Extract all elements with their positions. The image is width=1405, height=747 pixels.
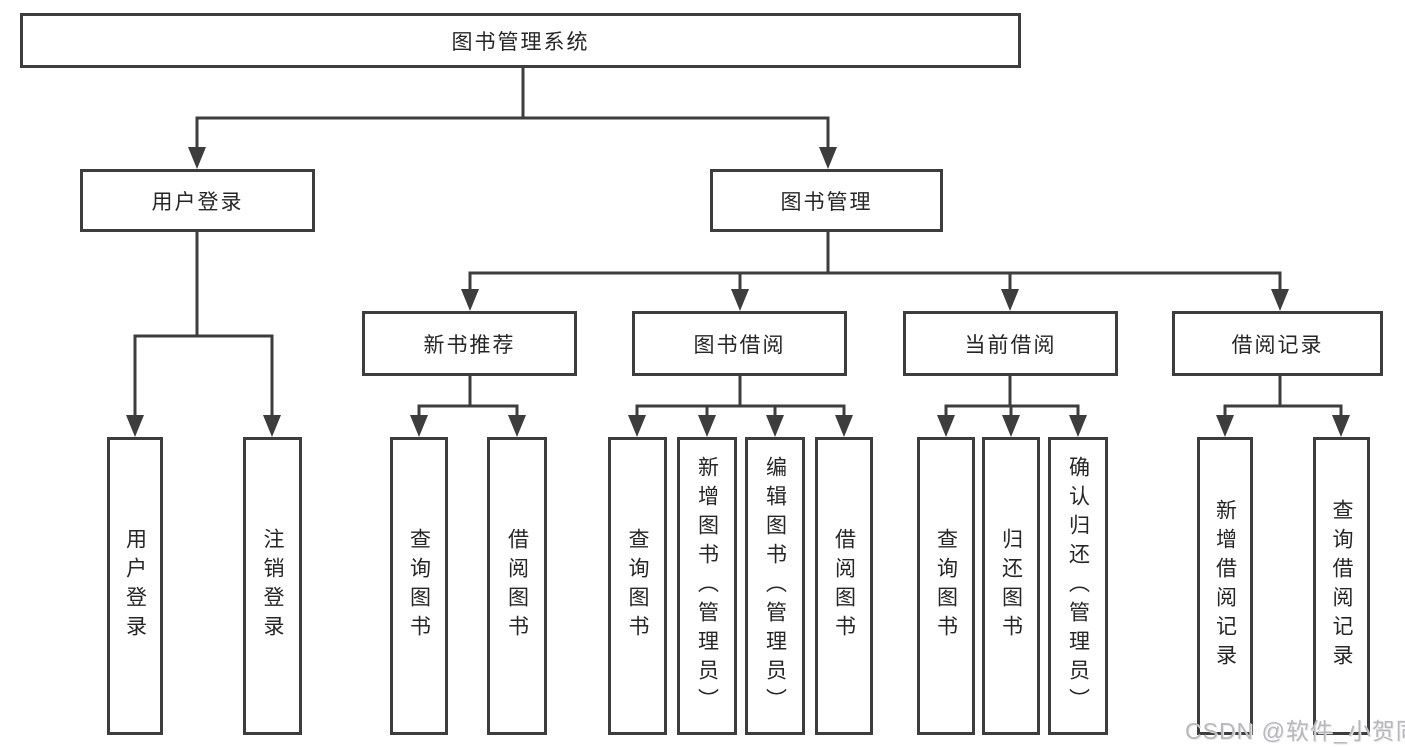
node-label: 图书借阅 [693,333,786,357]
node-book-mgmt: 图书管理 [710,169,943,232]
node-bb-edit-book: 编辑图书（管理员） [745,437,805,735]
node-nbr-query-book: 查询图书 [390,437,448,735]
node-label: 查询借阅记录 [1330,499,1353,673]
node-label: 编辑图书（管理员） [763,455,787,717]
node-label: 归还图书 [999,528,1023,644]
node-root: 图书管理系统 [20,13,1021,68]
node-cb-query-book: 查询图书 [917,437,975,735]
node-bb-query-book: 查询图书 [608,437,667,735]
node-label: 当前借阅 [964,333,1057,357]
arrowhead-down-icon [835,415,853,437]
node-label: 图书管理系统 [451,30,590,54]
arrowhead-down-icon [1001,289,1019,311]
node-current-borrow: 当前借阅 [903,311,1118,376]
arrowhead-down-icon [508,415,526,437]
node-new-book-rec: 新书推荐 [362,311,577,376]
arrowhead-down-icon [126,415,144,437]
node-br-add-record: 新增借阅记录 [1197,437,1253,735]
node-label: 新增图书（管理员） [695,455,719,717]
node-label: 借阅记录 [1231,333,1324,357]
node-bb-borrow-book: 借阅图书 [815,437,873,735]
arrowhead-down-icon [731,289,749,311]
node-label: 新书推荐 [423,333,516,357]
node-book-borrow: 图书借阅 [632,311,847,376]
arrowhead-down-icon [819,147,837,169]
arrowhead-down-icon [410,415,428,437]
arrowhead-down-icon [937,415,955,437]
node-user-login: 用户登录 [80,169,315,232]
node-label: 用户登录 [151,190,244,214]
node-ul-logout: 注销登录 [243,437,302,735]
arrowhead-down-icon [1332,415,1350,437]
arrowhead-down-icon [1002,415,1020,437]
node-cb-return-book: 归还图书 [982,437,1040,735]
arrowhead-down-icon [1216,415,1234,437]
arrowhead-down-icon [263,415,281,437]
arrowhead-down-icon [188,147,206,169]
node-bb-add-book: 新增图书（管理员） [677,437,737,735]
arrowhead-down-icon [461,289,479,311]
arrowhead-down-icon [698,415,716,437]
arrowhead-down-icon [1271,289,1289,311]
arrowhead-down-icon [1069,415,1087,437]
node-br-query-record: 查询借阅记录 [1313,437,1370,735]
watermark: CSDN @软件_小贺同学 [1185,718,1405,744]
node-label: 查询图书 [407,528,431,644]
node-label: 查询图书 [626,528,649,644]
arrowhead-down-icon [628,415,646,437]
node-label: 借阅图书 [505,528,529,644]
node-label: 图书管理 [780,190,873,214]
node-nbr-borrow-book: 借阅图书 [487,437,547,735]
node-label: 借阅图书 [832,528,856,644]
node-borrow-records: 借阅记录 [1172,311,1383,376]
arrowhead-down-icon [766,415,784,437]
node-cb-confirm-return: 确认归还（管理员） [1048,437,1108,735]
node-ul-user-login: 用户登录 [107,437,163,735]
node-label: 新增借阅记录 [1213,499,1237,673]
node-label: 确认归还（管理员） [1066,455,1090,717]
node-label: 用户登录 [123,528,147,644]
node-label: 注销登录 [261,528,284,644]
node-label: 查询图书 [934,528,958,644]
